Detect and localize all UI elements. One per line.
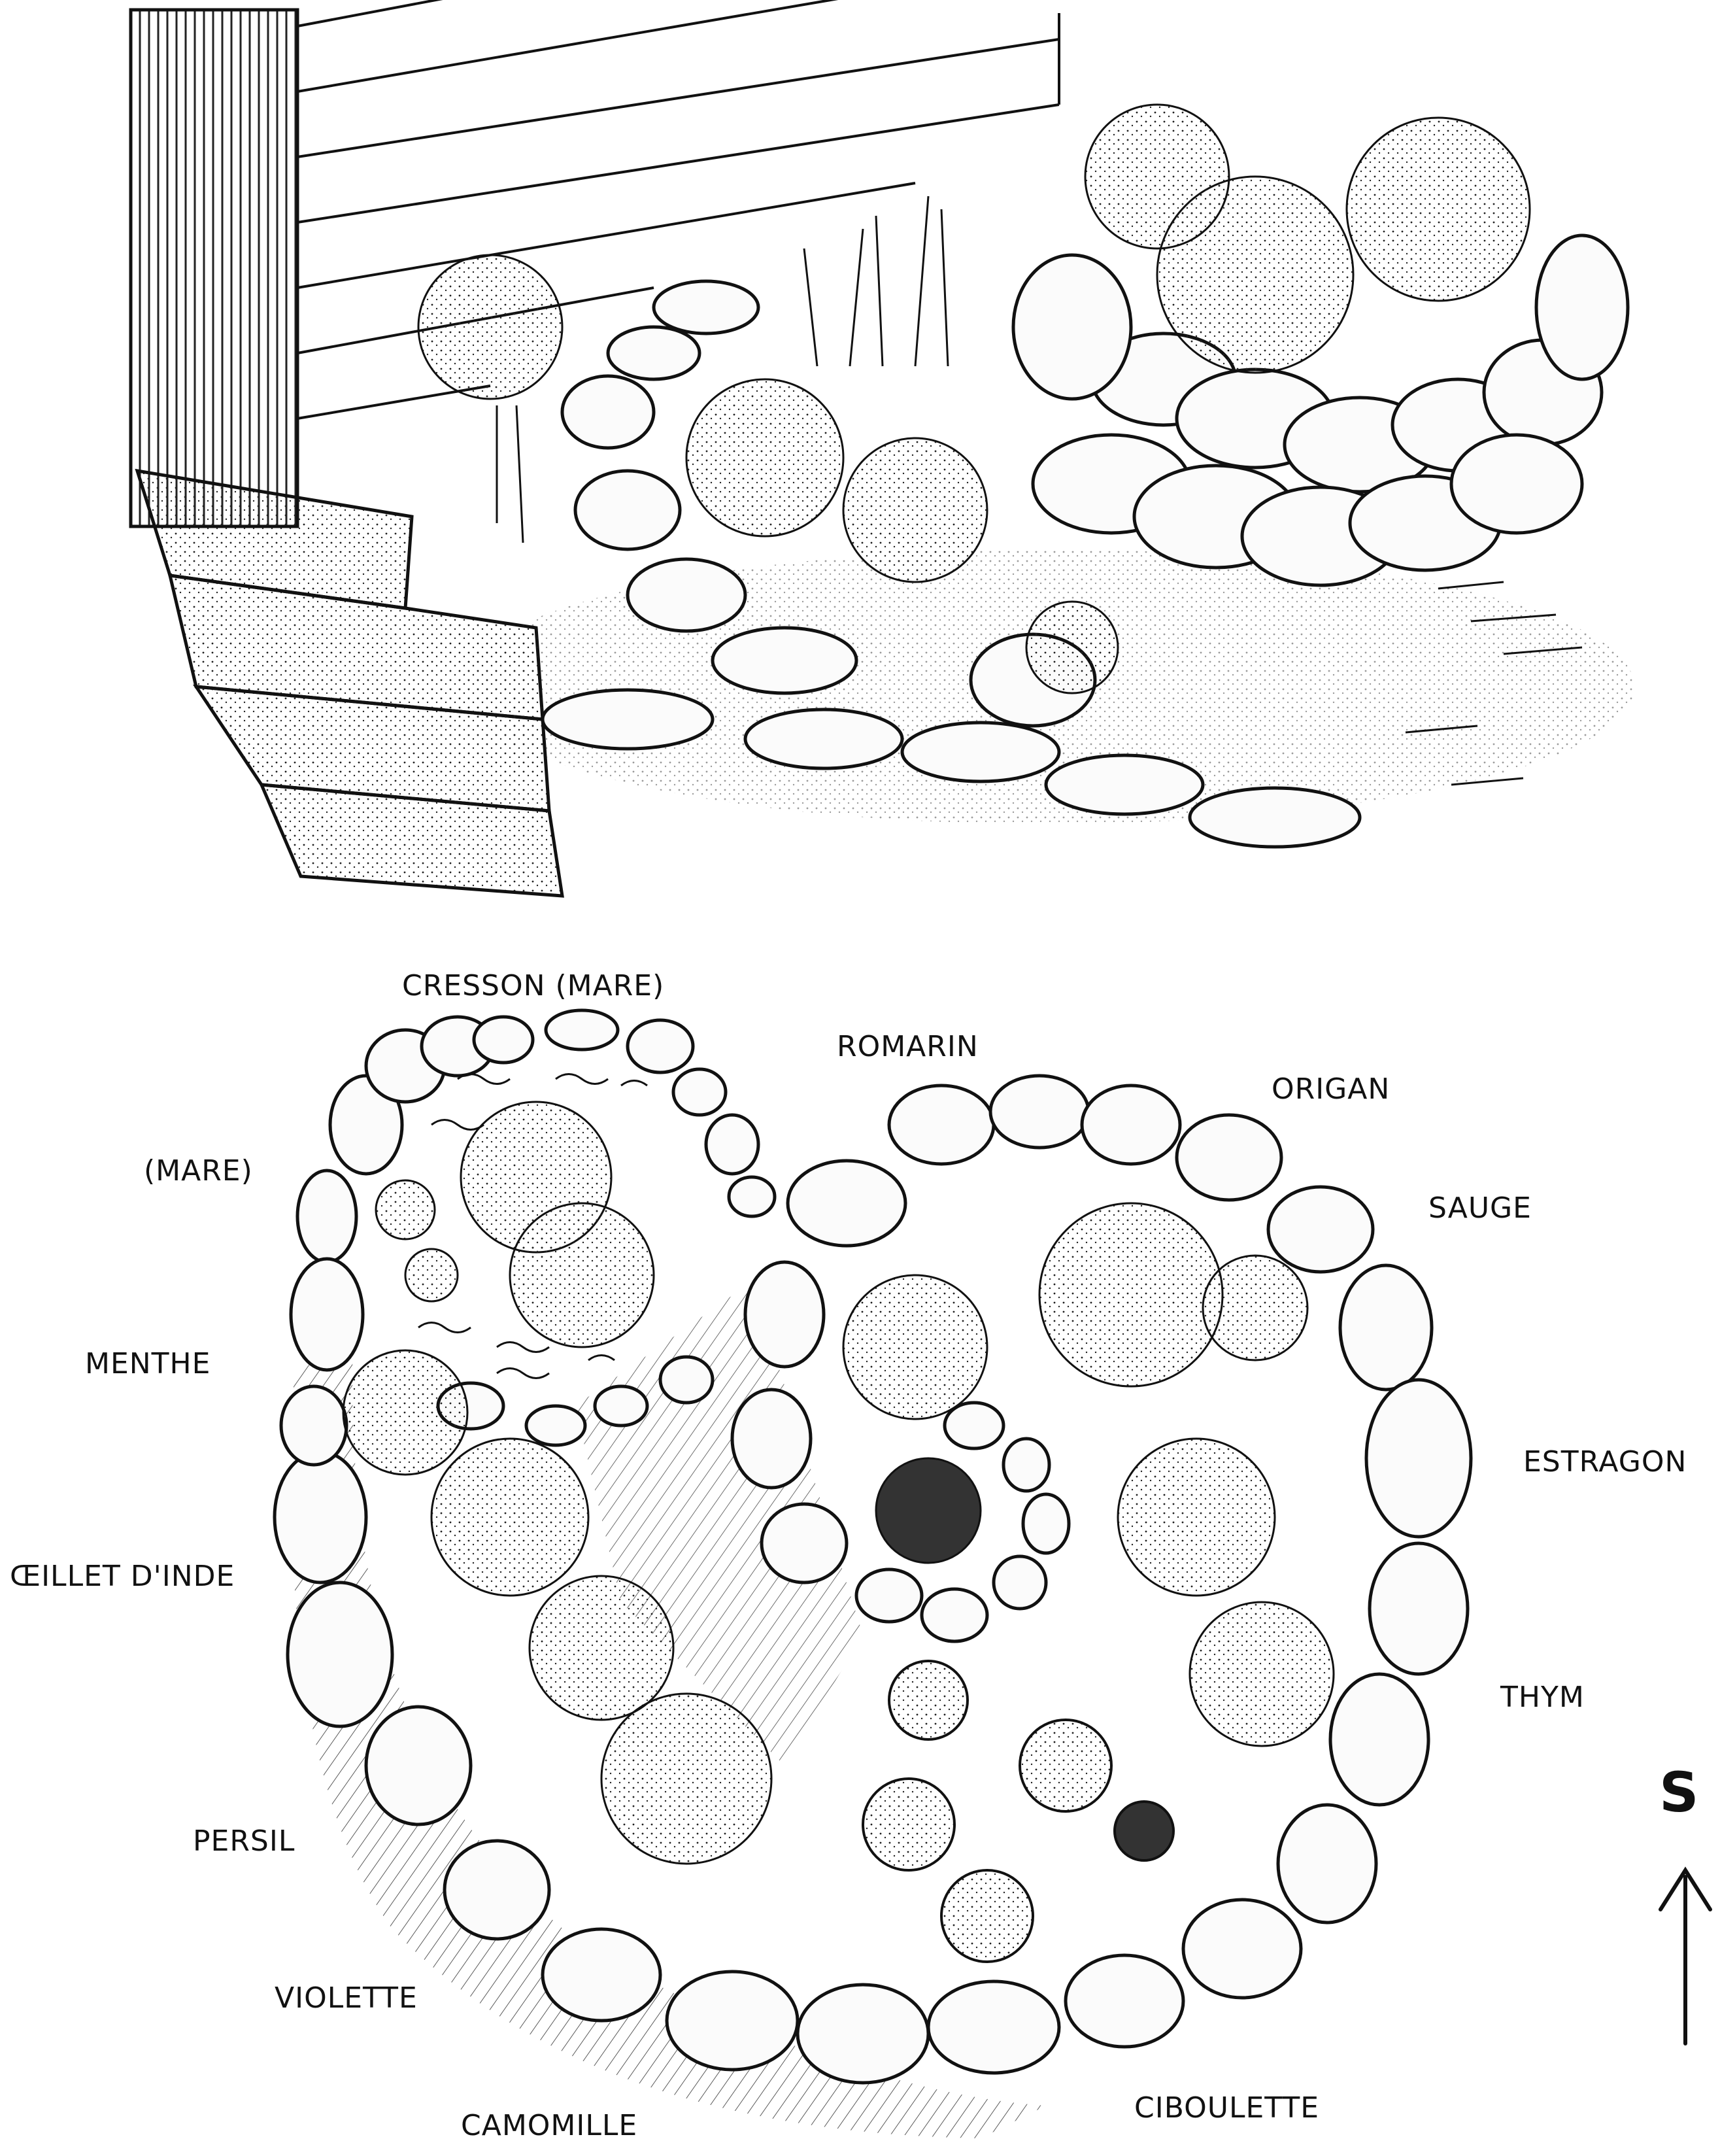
- compass: S: [1659, 1760, 1710, 2044]
- arrow-up-icon: [1661, 1870, 1710, 2044]
- label-romarin: ROMARIN: [837, 1030, 979, 1063]
- label-violette: VIOLETTE: [275, 1981, 418, 2015]
- pond-plants: [376, 1102, 654, 1347]
- oeillet-plant: [431, 1439, 588, 1596]
- label-thym: THYM: [1500, 1681, 1585, 1714]
- violette-plant: [601, 1694, 771, 1864]
- sauge-plant: [1203, 1256, 1307, 1360]
- romarin-plant: [843, 1275, 987, 1419]
- estragon-plant: [1118, 1439, 1275, 1596]
- house-post: [131, 10, 297, 526]
- persil-plant: [530, 1576, 673, 1720]
- label-ciboulette: CIBOULETTE: [1134, 2091, 1319, 2125]
- origan-plant: [1039, 1203, 1223, 1386]
- thym-plant: [1190, 1602, 1334, 1746]
- menthe-plant: [343, 1350, 467, 1475]
- label-mare: (MARE): [144, 1154, 253, 1188]
- label-estragon: ESTRAGON: [1523, 1445, 1687, 1479]
- label-camomille: CAMOMILLE: [461, 2109, 637, 2142]
- compass-letter: S: [1659, 1760, 1699, 1824]
- label-cresson-mare: CRESSON (MARE): [402, 969, 664, 1002]
- perspective-sketch: [131, 0, 1634, 896]
- label-menthe: MENTHE: [85, 1347, 211, 1380]
- label-oeillet-dinde: ŒILLET D'INDE: [10, 1560, 235, 1593]
- label-sauge: SAUGE: [1428, 1191, 1532, 1225]
- ciboulette-tufts: [863, 1661, 1173, 1962]
- label-origan: ORIGAN: [1272, 1072, 1390, 1106]
- label-persil: PERSIL: [193, 1824, 295, 1858]
- plan-view: [275, 1010, 1471, 2138]
- center-plant: [876, 1458, 981, 1563]
